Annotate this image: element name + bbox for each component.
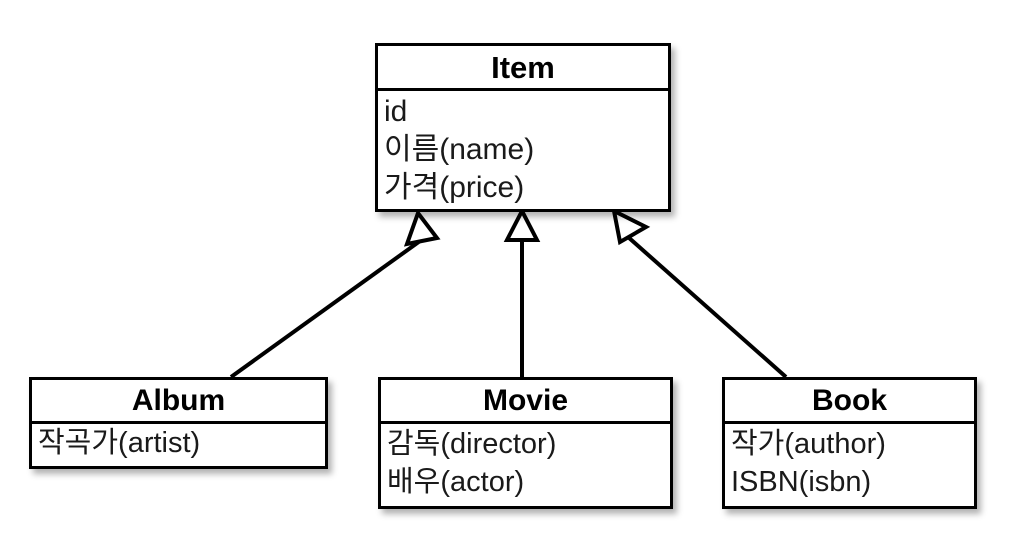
class-name-album: Album — [32, 380, 325, 424]
hollow-triangle-arrowhead-book — [611, 207, 651, 246]
attribute-row: 가격(price) — [384, 171, 525, 204]
class-attributes-movie: 감독(director) 배우(actor) — [381, 424, 670, 501]
class-box-item[interactable]: Item id 이름(name) 가격(price) — [375, 43, 671, 212]
hollow-triangle-arrowhead-album — [403, 208, 441, 247]
attribute-row: 감독(director) — [387, 428, 557, 460]
class-name-book: Book — [725, 380, 974, 424]
attribute-row: 이름(name) — [384, 133, 535, 166]
class-attributes-album: 작곡가(artist) — [32, 424, 325, 462]
attribute-row: 작가(author) — [731, 428, 886, 460]
attribute-row: id — [384, 95, 408, 128]
attribute-row: ISBN(isbn) — [731, 466, 872, 498]
attribute-row: 작곡가(artist) — [38, 427, 201, 459]
class-attributes-book: 작가(author) ISBN(isbn) — [725, 424, 974, 501]
class-name-movie: Movie — [381, 380, 670, 424]
class-name-item: Item — [378, 46, 668, 91]
class-box-book[interactable]: Book 작가(author) ISBN(isbn) — [722, 377, 977, 509]
edge-book-to-item — [611, 207, 788, 379]
class-box-album[interactable]: Album 작곡가(artist) — [29, 377, 328, 469]
edge-movie-to-item — [503, 206, 541, 377]
class-attributes-item: id 이름(name) 가격(price) — [378, 91, 668, 207]
edge-album-to-item — [229, 208, 441, 379]
class-box-movie[interactable]: Movie 감독(director) 배우(actor) — [378, 377, 673, 509]
attribute-row: 배우(actor) — [387, 466, 525, 498]
hollow-triangle-arrowhead-movie — [503, 206, 541, 242]
